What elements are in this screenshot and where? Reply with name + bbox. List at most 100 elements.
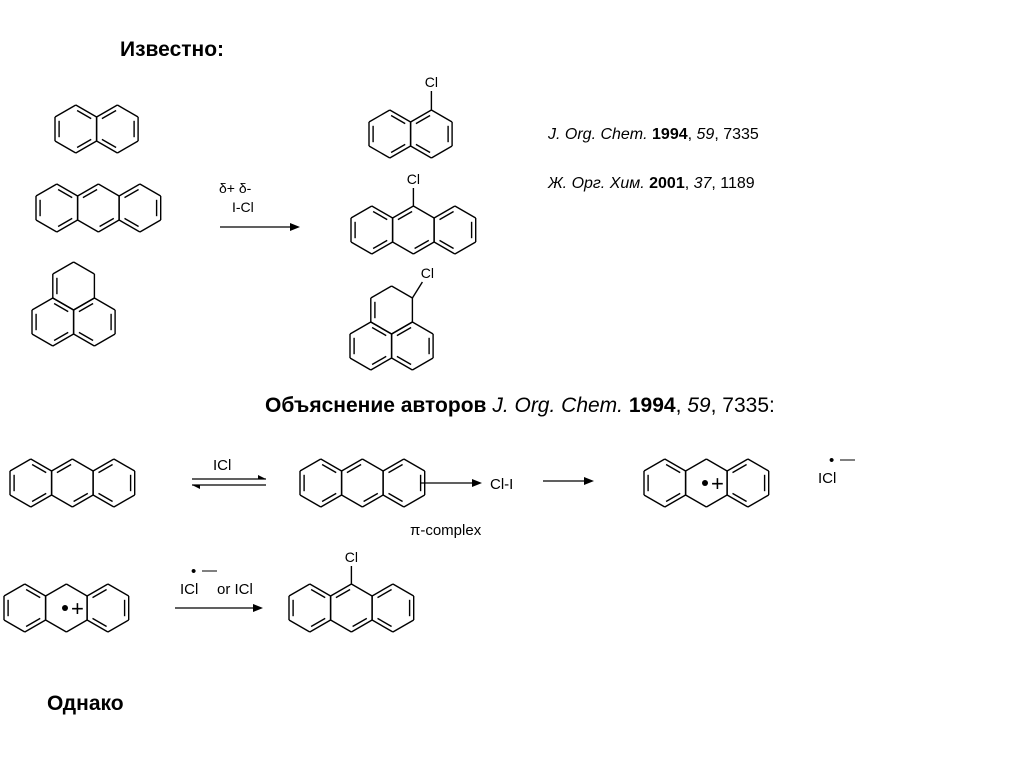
bond	[371, 583, 394, 597]
bond	[454, 241, 477, 255]
chloroanthracene-ring-1	[350, 205, 394, 255]
double-bond	[372, 210, 388, 221]
chlorine-atom: Cl	[421, 265, 434, 281]
pi-complex-label: π-complex	[410, 522, 482, 539]
ref2-volume: 37	[693, 175, 712, 192]
double-bond	[56, 463, 72, 474]
product-chloroanthracene-ring-1	[288, 583, 332, 633]
radical-dot-cation-1	[702, 480, 708, 486]
ref2-pages: 1189	[720, 175, 755, 192]
reference-zhog: Ж. Орг. Хим. 2001, 37, 1189	[548, 175, 755, 192]
naphthalene-ring-2	[95, 104, 139, 154]
mech-anthracene-ring-1	[9, 458, 53, 508]
bond	[410, 109, 432, 123]
equilibrium-forward-head	[258, 475, 266, 479]
chlorophenanthrene-ring-3	[370, 285, 414, 335]
double-bond	[396, 355, 412, 366]
chlorine-atom: Cl	[425, 74, 438, 90]
heading-however: Однако	[47, 692, 124, 715]
bond	[392, 583, 415, 597]
bond	[51, 494, 73, 508]
bond	[392, 241, 414, 255]
double-bond	[352, 617, 368, 628]
bond	[45, 619, 67, 633]
mech-cli-label: Cl-I	[490, 476, 514, 493]
double-bond	[346, 463, 362, 474]
bond	[139, 183, 162, 197]
mech-anthracene-ring-3	[92, 458, 136, 508]
reagent-charges: δ+ δ-	[219, 180, 252, 196]
bond	[391, 321, 413, 335]
bond	[341, 458, 363, 472]
mech-anthracene-ring-2	[50, 458, 94, 508]
chlorophenanthrene-ring-2	[390, 321, 434, 371]
double-bond	[396, 326, 412, 337]
bond	[309, 583, 331, 597]
bond	[433, 205, 456, 219]
bond	[349, 321, 372, 335]
double-bond	[98, 463, 113, 474]
double-bond	[377, 588, 392, 599]
pi-complex-anthracene-ring-1	[299, 458, 343, 508]
bond	[30, 458, 52, 472]
bond	[726, 458, 749, 472]
plus-cation-1: +	[711, 471, 724, 496]
double-bond	[124, 188, 139, 199]
bond	[403, 458, 426, 472]
bond	[368, 109, 391, 123]
bond	[51, 458, 73, 472]
phenanthrene-ring-3	[52, 261, 96, 311]
double-bond	[57, 188, 73, 199]
bond	[288, 619, 311, 633]
double-bond	[101, 138, 117, 149]
bond	[139, 219, 162, 233]
plus-cation-2: +	[71, 596, 84, 621]
reference-joc: J. Org. Chem. 1994, 59, 7335	[548, 126, 759, 143]
heading-known: Известно:	[120, 38, 225, 61]
anthracene-ring-3	[118, 183, 162, 233]
ref2-journal: Ж. Орг. Хим.	[548, 175, 645, 192]
bond	[73, 261, 95, 275]
radical-cation-2-ring-1	[3, 583, 47, 633]
double-bond	[76, 109, 92, 120]
electron-transfer-arrowhead	[584, 477, 594, 485]
bond	[24, 619, 46, 633]
double-bond	[310, 588, 326, 599]
bond	[412, 321, 434, 335]
bond	[66, 619, 88, 633]
bond	[73, 333, 95, 347]
double-bond	[377, 617, 392, 628]
radical-cation-ring-1	[643, 458, 687, 508]
double-bond	[78, 331, 94, 342]
bond	[391, 357, 413, 371]
bond	[86, 619, 109, 633]
bond	[96, 140, 118, 154]
ref1-year: 1994	[652, 126, 688, 143]
pi-complex-arrowhead	[472, 479, 482, 487]
bond	[349, 357, 372, 371]
double-bond	[414, 239, 430, 250]
double-bond	[415, 114, 431, 125]
bond	[75, 140, 97, 154]
explanation-heading: Объяснение авторов J. Org. Chem. 1994, 5…	[265, 394, 775, 417]
bond	[30, 494, 52, 508]
bond	[288, 583, 311, 597]
double-bond	[25, 617, 41, 628]
double-bond	[321, 463, 337, 474]
mech-icl-label: ICl	[213, 457, 232, 474]
bond	[3, 583, 26, 597]
bond	[382, 458, 405, 472]
bond	[320, 458, 342, 472]
double-bond	[25, 588, 41, 599]
c-cl-bond	[411, 281, 423, 299]
double-bond	[390, 143, 406, 154]
double-bond	[310, 617, 326, 628]
anthracene-ring-2	[76, 183, 120, 233]
bond	[389, 145, 411, 159]
ref1-pages: 7335	[723, 126, 759, 143]
double-bond	[372, 239, 388, 250]
bond	[35, 219, 58, 233]
chlorophenanthrene-ring-1	[349, 321, 393, 371]
bond	[86, 583, 109, 597]
ref1-volume: 59	[696, 126, 715, 143]
